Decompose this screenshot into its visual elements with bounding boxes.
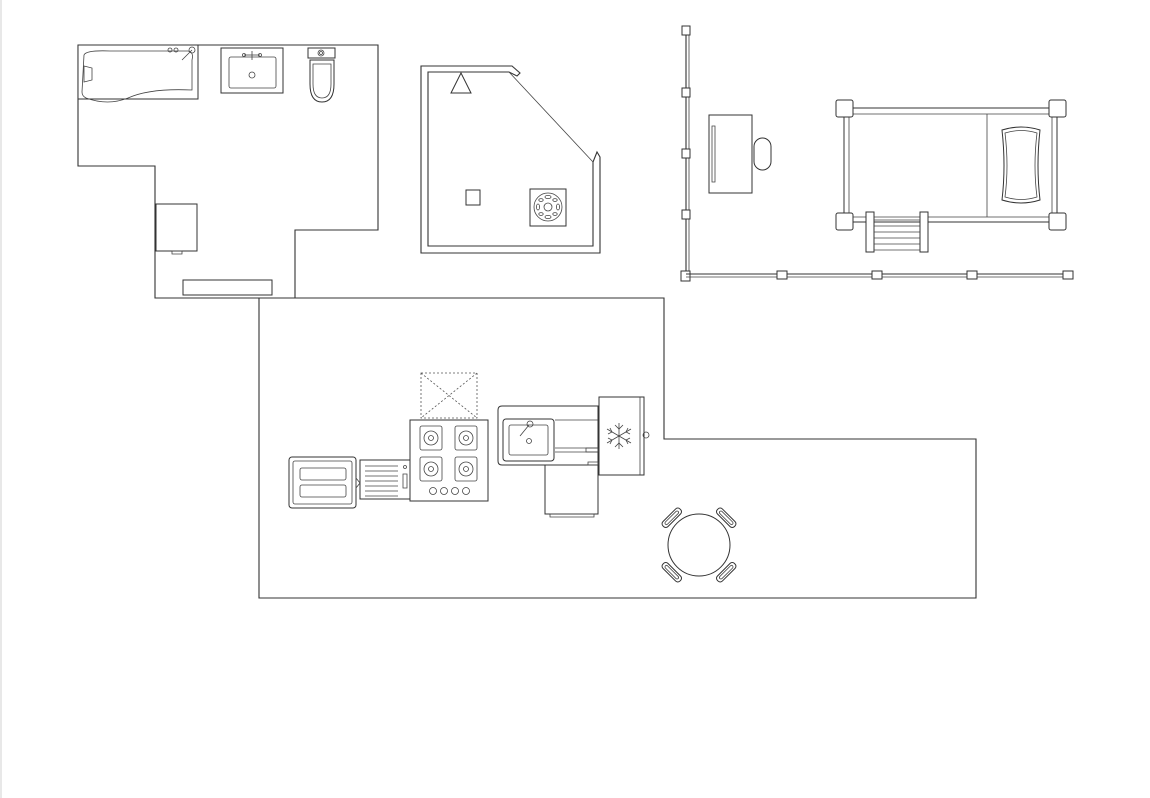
bathroom-cabinet xyxy=(156,204,197,254)
bathroom xyxy=(78,45,378,298)
shower-drain xyxy=(530,189,566,226)
dining-table xyxy=(668,514,730,576)
dining-set xyxy=(661,507,737,583)
dining-chair xyxy=(661,561,683,583)
shower-enclosure-outline xyxy=(421,66,600,253)
bathroom-bench xyxy=(183,280,272,295)
bed xyxy=(836,100,1066,230)
kitchen-wall-outline xyxy=(259,298,976,598)
kitchen-sink xyxy=(503,419,554,461)
bathroom-sink xyxy=(221,48,283,93)
desk-chair xyxy=(754,138,771,170)
range-hood xyxy=(421,373,477,418)
shower-valve xyxy=(466,190,480,205)
kitchen xyxy=(259,298,976,598)
refrigerator xyxy=(599,397,649,475)
shower xyxy=(421,66,600,253)
dishwasher xyxy=(360,460,410,499)
bedroom xyxy=(681,26,1073,281)
fence-horizontal xyxy=(686,271,1073,279)
toilet xyxy=(308,48,335,102)
dining-chair xyxy=(661,507,683,529)
pillow xyxy=(1002,127,1040,203)
dining-chair xyxy=(715,507,737,529)
fence-vertical xyxy=(681,26,690,281)
canvas-left-edge xyxy=(0,0,2,798)
bathtub xyxy=(78,45,198,102)
bench-at-bed-foot xyxy=(866,212,928,252)
oven xyxy=(289,457,360,508)
shower-head-marker xyxy=(451,73,471,93)
dining-chair xyxy=(715,561,737,583)
snowflake-icon xyxy=(607,423,631,449)
desk xyxy=(709,115,771,193)
cooktop xyxy=(410,420,488,501)
